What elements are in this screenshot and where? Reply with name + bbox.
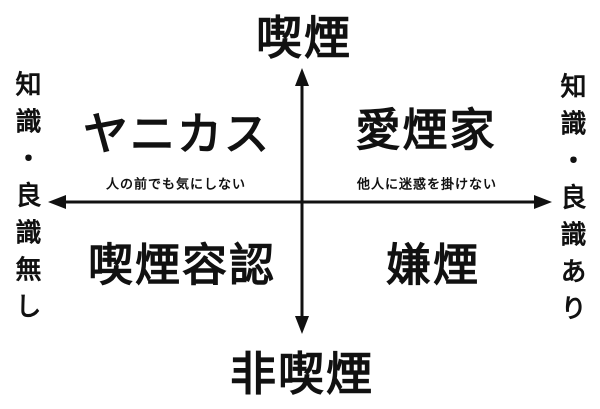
axis-annotation-right: 他人に迷惑を掛けない (356, 176, 498, 192)
quadrant-label-top-left: ヤニカス (82, 108, 272, 160)
arrow-left-icon (48, 195, 66, 209)
axis-label-top: 喫煙 (256, 12, 352, 64)
quadrant-label-top-right: 愛煙家 (355, 104, 497, 156)
arrow-right-icon (534, 195, 552, 209)
axis-label-right: 知識・良識あり (557, 72, 587, 332)
axis-label-bottom: 非喫煙 (230, 348, 374, 400)
axis-label-left: 知識・良識無し (12, 70, 42, 330)
arrow-up-icon (295, 68, 309, 86)
quadrant-label-bottom-left: 喫煙容認 (87, 239, 277, 291)
quadrant-label-bottom-right: 嫌煙 (385, 239, 481, 291)
axis-annotation-left: 人の前でも気にしない (105, 176, 247, 192)
arrow-down-icon (295, 316, 309, 334)
